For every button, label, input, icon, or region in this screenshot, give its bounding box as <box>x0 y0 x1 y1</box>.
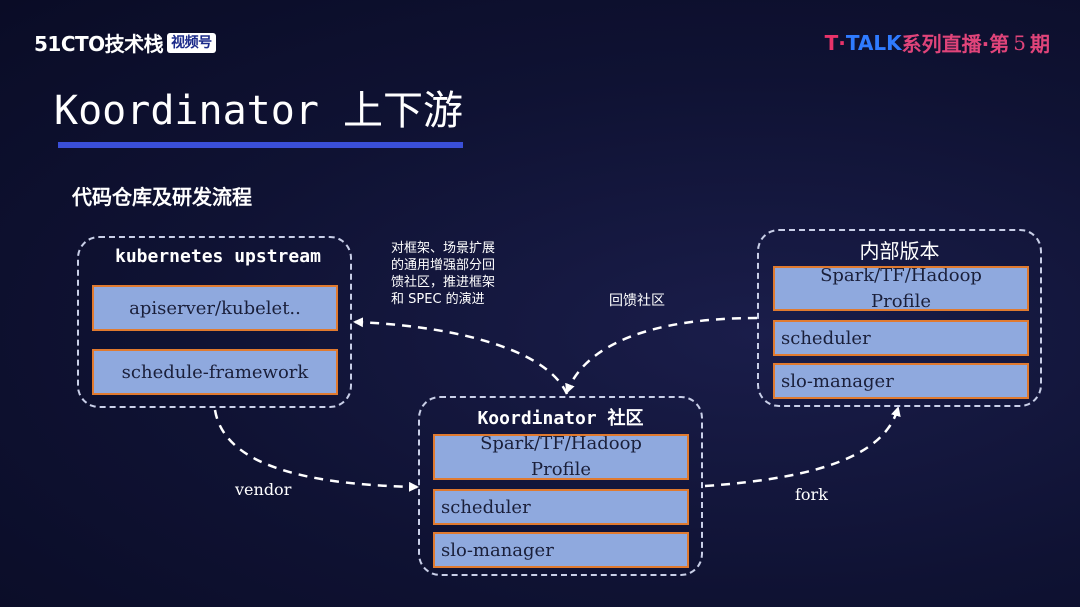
logo-video-badge: 视频号 <box>167 32 216 53</box>
vendor-label: vendor <box>235 480 292 499</box>
internal-profile-line1: Spark/TF/Hadoop <box>820 266 982 286</box>
koordinator-community-group: Koordinator 社区 Spark/TF/Hadoop Profile s… <box>418 396 703 576</box>
community-profile-box: Spark/TF/Hadoop Profile <box>433 434 689 480</box>
upstream-feedback-arrow <box>353 317 569 395</box>
logo-ttalk: T· TALK 系列直播·第 5 期 <box>825 28 1050 57</box>
section-subtitle: 代码仓库及研发流程 <box>72 185 252 209</box>
logo-51cto: 51CTO技术栈 视频号 <box>34 28 216 57</box>
koordinator-community-title: Koordinator 社区 <box>477 408 644 429</box>
upstream-feedback-note-line: 的通用增强部分回 <box>391 258 496 273</box>
fork-arrow <box>704 406 901 488</box>
internal-profile-line2: Profile <box>871 290 931 311</box>
logo-51cto-text: 51CTO技术栈 <box>34 32 164 56</box>
page-title: Koordinator 上下游 <box>54 88 463 134</box>
internal-version-group: 内部版本 Spark/TF/Hadoop Profile scheduler s… <box>757 229 1042 407</box>
internal-slo-manager-box: slo-manager <box>773 363 1029 399</box>
apiserver-kubelet-box: apiserver/kubelet.. <box>92 285 338 331</box>
internal-scheduler-box: scheduler <box>773 320 1029 356</box>
title-underline <box>58 142 463 148</box>
internal-profile-box: Spark/TF/Hadoop Profile <box>773 266 1029 311</box>
kubernetes-upstream-title: kubernetes upstream <box>115 246 321 267</box>
logo-ttalk-series: 系列直播·第 <box>901 32 1010 56</box>
community-scheduler-box: scheduler <box>433 489 689 525</box>
upstream-feedback-note-line: 馈社区，推进框架 <box>391 275 496 290</box>
logo-ttalk-suffix: 期 <box>1030 32 1050 56</box>
upstream-feedback-note-line: 和 SPEC 的演进 <box>391 292 485 307</box>
fork-label: fork <box>795 485 828 504</box>
community-feedback-arrow <box>565 316 758 394</box>
logo-ttalk-mark: T· <box>824 30 846 55</box>
logo-ttalk-talk: TALK <box>845 30 902 55</box>
schedule-framework-box: schedule-framework <box>92 349 338 395</box>
logo-ttalk-episode-number: 5 <box>1013 30 1026 55</box>
vendor-arrow <box>213 409 419 492</box>
kubernetes-upstream-group: kubernetes upstream apiserver/kubelet.. … <box>77 236 352 408</box>
internal-version-title: 内部版本 <box>859 239 940 263</box>
community-profile-line1: Spark/TF/Hadoop <box>480 434 642 454</box>
community-slo-manager-box: slo-manager <box>433 532 689 568</box>
community-profile-line2: Profile <box>531 459 591 480</box>
upstream-feedback-note-line: 对框架、场景扩展 <box>391 241 496 256</box>
community-feedback-label: 回馈社区 <box>609 293 665 309</box>
upstream-feedback-note: 对框架、场景扩展 的通用增强部分回 馈社区，推进框架 和 SPEC 的演进 <box>391 240 495 308</box>
